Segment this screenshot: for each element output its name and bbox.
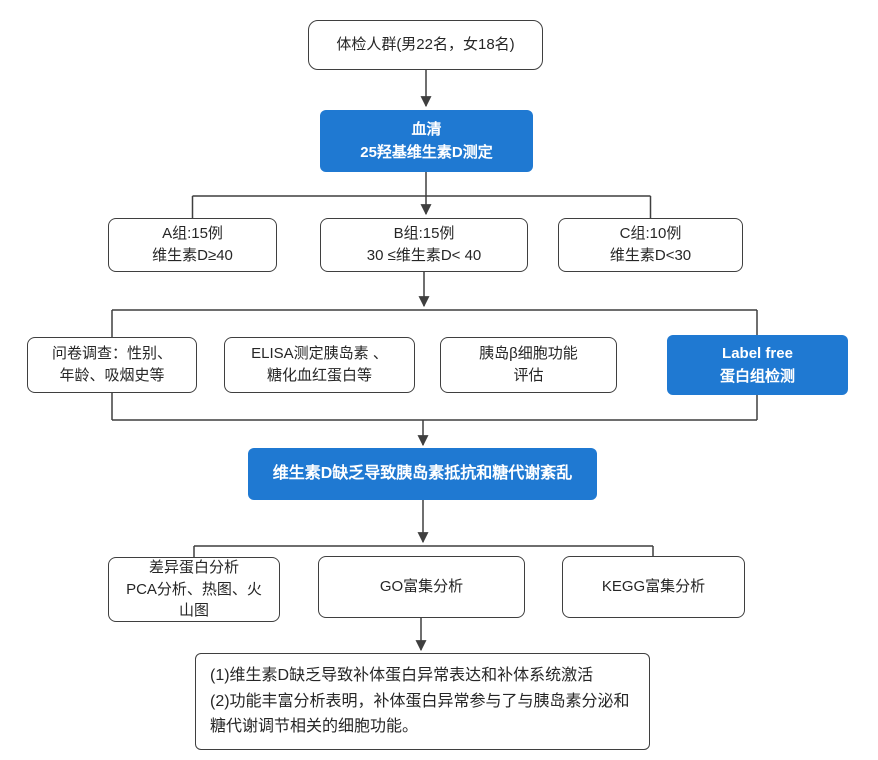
node-population: 体检人群(男22名，女18名)	[308, 20, 543, 70]
node-beta-cell-function: 胰岛β细胞功能 评估	[440, 337, 617, 393]
node-mid-conclusion: 维生素D缺乏导致胰岛素抵抗和糖代谢紊乱	[248, 448, 597, 500]
node-final-conclusion: (1)维生素D缺乏导致补体蛋白异常表达和补体系统激活 (2)功能丰富分析表明，补…	[195, 653, 650, 750]
node-group-a: A组:15例 维生素D≥40	[108, 218, 277, 272]
node-group-b: B组:15例 30 ≤维生素D< 40	[320, 218, 528, 272]
node-elisa-assay: ELISA测定胰岛素 、 糖化血红蛋白等	[224, 337, 415, 393]
node-label-free-proteomics: Label free 蛋白组检测	[667, 335, 848, 395]
node-questionnaire: 问卷调查：性别、 年龄、吸烟史等	[27, 337, 197, 393]
node-go-enrichment: GO富集分析	[318, 556, 525, 618]
node-kegg-enrichment: KEGG富集分析	[562, 556, 745, 618]
node-differential-protein-analysis: 差异蛋白分析 PCA分析、热图、火 山图	[108, 557, 280, 622]
node-group-c: C组:10例 维生素D<30	[558, 218, 743, 272]
node-serum-vitamin-d-test: 血清 25羟基维生素D测定	[320, 110, 533, 172]
